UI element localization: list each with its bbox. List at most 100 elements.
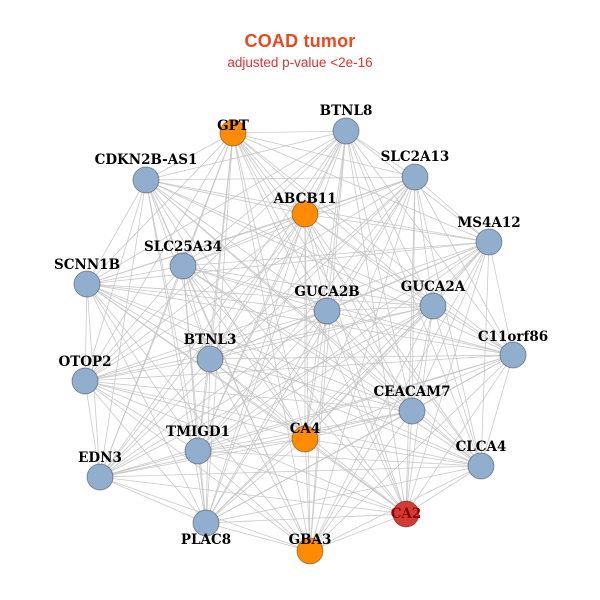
edge: [99, 465, 482, 478]
node-label-otop2: OTOP2: [58, 354, 111, 370]
edge: [84, 179, 147, 382]
node-label-clca4: CLCA4: [456, 439, 507, 455]
edge: [304, 213, 407, 515]
node-slc2a13: [401, 163, 429, 191]
edge: [84, 380, 413, 412]
edge: [205, 241, 490, 524]
edge: [209, 354, 514, 360]
node-label-plac8: PLAC8: [181, 532, 231, 548]
edge-layer: [84, 130, 514, 552]
edge: [232, 132, 434, 307]
edge: [232, 132, 306, 215]
edge: [99, 476, 207, 524]
edge: [205, 410, 413, 524]
edge: [145, 179, 306, 215]
edge: [304, 438, 482, 467]
edge: [84, 380, 407, 515]
edge: [197, 310, 328, 452]
edge: [326, 130, 347, 312]
edge: [99, 265, 184, 478]
node-label-guca2a: GUCA2A: [401, 279, 466, 295]
edge: [86, 283, 407, 515]
node-label-btnl8: BTNL8: [320, 103, 373, 119]
plot-subtitle: adjusted p-value <2e-16: [227, 55, 373, 70]
edge: [197, 450, 482, 467]
node-btnl8: [332, 117, 360, 145]
plot-title: COAD tumor: [244, 31, 356, 51]
edge: [145, 179, 434, 307]
edge: [480, 241, 490, 467]
edge: [411, 176, 416, 412]
edge: [309, 354, 514, 552]
edge: [182, 265, 514, 356]
edge: [84, 265, 184, 382]
edge: [411, 305, 434, 412]
edge: [84, 380, 482, 467]
edge: [145, 179, 199, 452]
edge: [182, 265, 328, 312]
node-label-slc25a34: SLC25A34: [144, 239, 222, 255]
node-label-slc2a13: SLC2A13: [381, 149, 450, 165]
node-guca2b: [313, 297, 341, 325]
node-label-ca2: CA2: [391, 506, 422, 522]
edge: [84, 380, 311, 552]
edge: [99, 176, 416, 478]
node-abcb11: [291, 200, 319, 228]
node-btnl3: [196, 345, 224, 373]
edge: [304, 213, 328, 312]
edge: [99, 305, 434, 478]
edge: [145, 130, 347, 181]
edge: [197, 354, 514, 452]
edge: [197, 450, 311, 552]
edge: [86, 130, 347, 285]
edge: [488, 241, 514, 356]
edge: [205, 465, 482, 524]
edge: [84, 358, 211, 382]
node-ca2: [392, 500, 420, 528]
edge: [309, 130, 347, 552]
edge: [411, 410, 482, 467]
edge: [86, 283, 199, 452]
edge: [86, 241, 490, 285]
edge: [304, 176, 416, 440]
edge: [432, 305, 514, 356]
edge: [86, 265, 184, 285]
edge: [304, 438, 407, 515]
edge: [205, 358, 211, 524]
node-label-gpt: GPT: [217, 118, 249, 134]
edge: [414, 176, 490, 243]
node-label-abcb11: ABCB11: [272, 191, 336, 207]
node-label-edn3: EDN3: [78, 450, 122, 466]
edge: [197, 438, 306, 452]
node-label-ceacam7: CEACAM7: [373, 384, 450, 400]
edge: [182, 241, 490, 267]
edge: [197, 358, 211, 452]
edge: [99, 179, 147, 478]
node-clca4: [467, 452, 495, 480]
edge: [86, 132, 234, 285]
node-cdkn2b-as1: [132, 166, 160, 194]
node-plac8: [192, 509, 220, 537]
edge: [86, 283, 434, 307]
edge: [304, 213, 514, 356]
edge: [99, 450, 199, 478]
edge: [84, 380, 101, 478]
edge: [232, 132, 416, 178]
edge: [84, 380, 199, 452]
node-label-ms4a12: MS4A12: [457, 215, 520, 231]
edge: [304, 438, 311, 552]
edge: [304, 213, 482, 467]
edge: [182, 265, 207, 524]
edge: [145, 179, 207, 524]
node-label-gba3: GBA3: [289, 532, 332, 548]
edge: [86, 283, 211, 360]
edge: [84, 283, 88, 382]
edge: [405, 354, 514, 515]
edge: [99, 213, 306, 478]
edge: [84, 380, 306, 440]
edge: [99, 241, 490, 478]
edge: [309, 513, 407, 552]
edge: [209, 358, 482, 467]
edge: [205, 513, 407, 524]
